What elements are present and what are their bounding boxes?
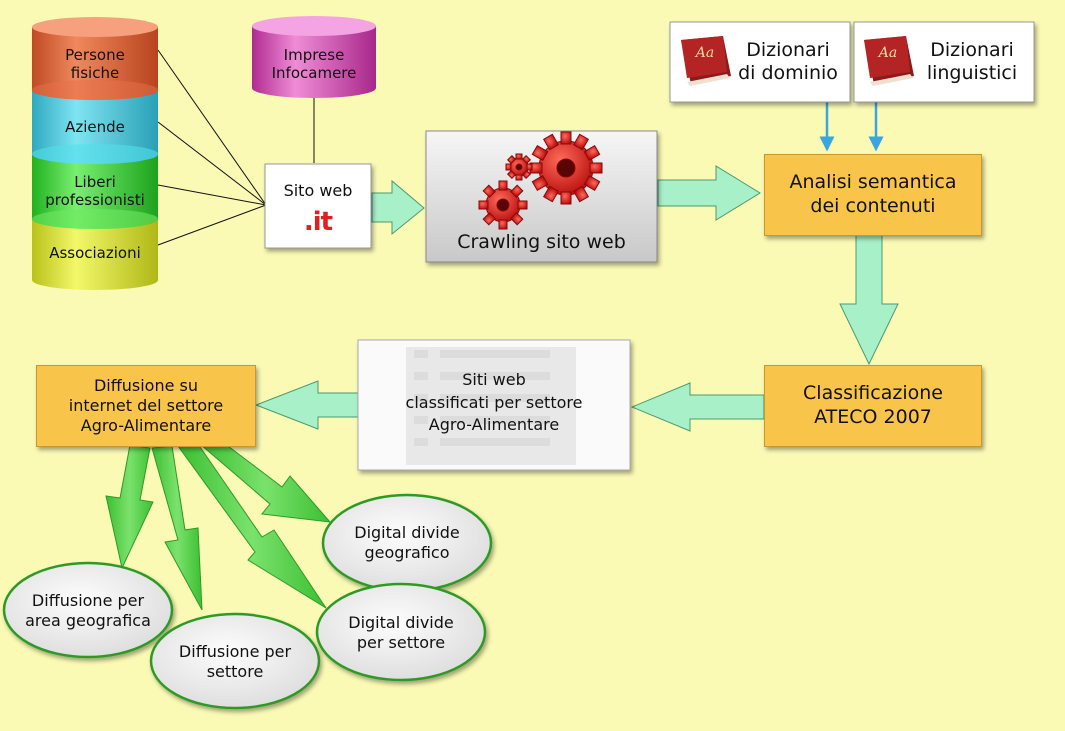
book-icon-1	[681, 36, 731, 86]
source-liberi-professionisti: Liberi professionisti	[45, 172, 145, 209]
sito-web-label: Sito web	[283, 181, 353, 201]
dizionari-linguistici-label: Dizionari linguistici	[926, 38, 1018, 84]
output-ovals	[2, 493, 493, 710]
connector-lines	[157, 49, 315, 246]
dizionari-dominio-label: Dizionari di dominio	[738, 38, 838, 84]
imprese-infocamere: Imprese Infocamere	[271, 45, 357, 82]
dictionary-arrows	[819, 102, 884, 152]
crawling-label: Crawling sito web	[457, 231, 626, 254]
book-icon-2	[864, 36, 914, 86]
classificazione-ateco-box: Classificazione ATECO 2007	[764, 365, 982, 447]
gears-icon	[478, 131, 603, 230]
oval-diffusione-settore: Diffusione per settore	[178, 642, 292, 681]
book-icon-text-2: Aa	[878, 45, 898, 62]
analisi-semantica-box: Analisi semantica dei contenuti	[764, 154, 982, 236]
sito-web-box	[264, 163, 372, 249]
source-aziende: Aziende	[65, 117, 125, 136]
flow-arrows	[254, 165, 899, 432]
dot-it-logo-icon: .it	[303, 207, 333, 238]
book-icon-text-1: Aa	[695, 45, 715, 62]
sources-cylinder-stack	[32, 17, 158, 290]
siti-classificati-label: Siti web classificati per settore Agro-A…	[405, 370, 583, 435]
oval-diffusione-area-geografica: Diffusione per area geografica	[25, 591, 151, 630]
diffusione-arrows	[105, 439, 332, 611]
source-associazioni: Associazioni	[49, 243, 141, 262]
imprese-cylinder	[252, 16, 376, 98]
oval-digital-divide-settore: Digital divide per settore	[348, 613, 454, 652]
oval-digital-divide-geografico: Digital divide geografico	[354, 523, 460, 562]
diffusione-internet-box: Diffusione su internet del settore Agro-…	[36, 365, 256, 447]
source-persone-fisiche: Persone fisiche	[65, 45, 125, 82]
